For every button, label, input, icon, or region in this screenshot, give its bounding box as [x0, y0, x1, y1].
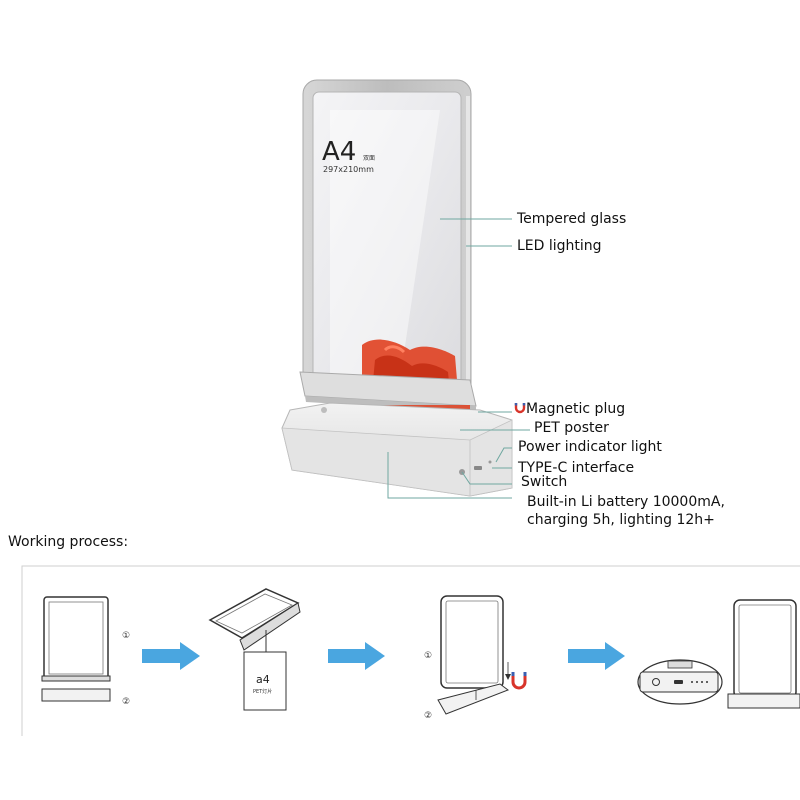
- step1-mark-top: ①: [122, 631, 130, 641]
- callout-tempered-glass: Tempered glass: [517, 211, 627, 227]
- process-arrow-1: [142, 642, 200, 670]
- step3-base: [437, 683, 510, 715]
- callout-led-lighting: LED lighting: [517, 238, 602, 254]
- process-panel-border: [21, 565, 800, 736]
- step1-mark-bottom: ②: [122, 697, 130, 707]
- step4-base-closeup: [637, 659, 723, 705]
- step4-frame: [727, 599, 800, 709]
- step3-down-arrow: [505, 662, 511, 680]
- step2-sheet-label: a4: [256, 673, 270, 686]
- poster-size-cn: 双面: [363, 155, 375, 162]
- callout-battery-line2: charging 5h, lighting 12h+: [527, 512, 715, 528]
- step2-sheet-sublabel: PET灯片: [253, 688, 272, 695]
- step1-frame-front: [41, 596, 111, 682]
- step2-poster-sheet: [243, 651, 287, 711]
- callout-power-indicator: Power indicator light: [518, 439, 662, 455]
- step2-frame-tilted: [208, 588, 301, 652]
- callout-magnetic-plug-label: Magnetic plug: [526, 401, 626, 417]
- step3-mark-bottom: ②: [424, 711, 432, 721]
- battery-base: [281, 402, 513, 497]
- working-process-title: Working process:: [8, 534, 129, 550]
- poster-size-big: A4: [322, 137, 356, 167]
- step3-mark-top: ①: [424, 651, 432, 661]
- magnet-icon: [511, 672, 527, 690]
- display-frame: [302, 79, 472, 399]
- process-arrow-2: [328, 642, 385, 670]
- magnet-icon: [514, 402, 526, 414]
- step3-frame: [440, 595, 504, 689]
- product-illustration: A4 双面 297x210mm: [281, 79, 530, 499]
- callout-battery-line1: Built-in Li battery 10000mA,: [527, 494, 725, 510]
- process-arrow-3: [568, 642, 625, 670]
- step1-base: [41, 688, 111, 702]
- callout-pet-poster: PET poster: [534, 420, 609, 436]
- callout-magnetic-plug: Magnetic plug: [514, 401, 625, 418]
- poster-dims: 297x210mm: [323, 165, 374, 174]
- callout-typec: TYPE-C interface: [518, 460, 635, 476]
- callout-switch: Switch: [521, 474, 568, 490]
- callout-leaders: [387, 218, 530, 499]
